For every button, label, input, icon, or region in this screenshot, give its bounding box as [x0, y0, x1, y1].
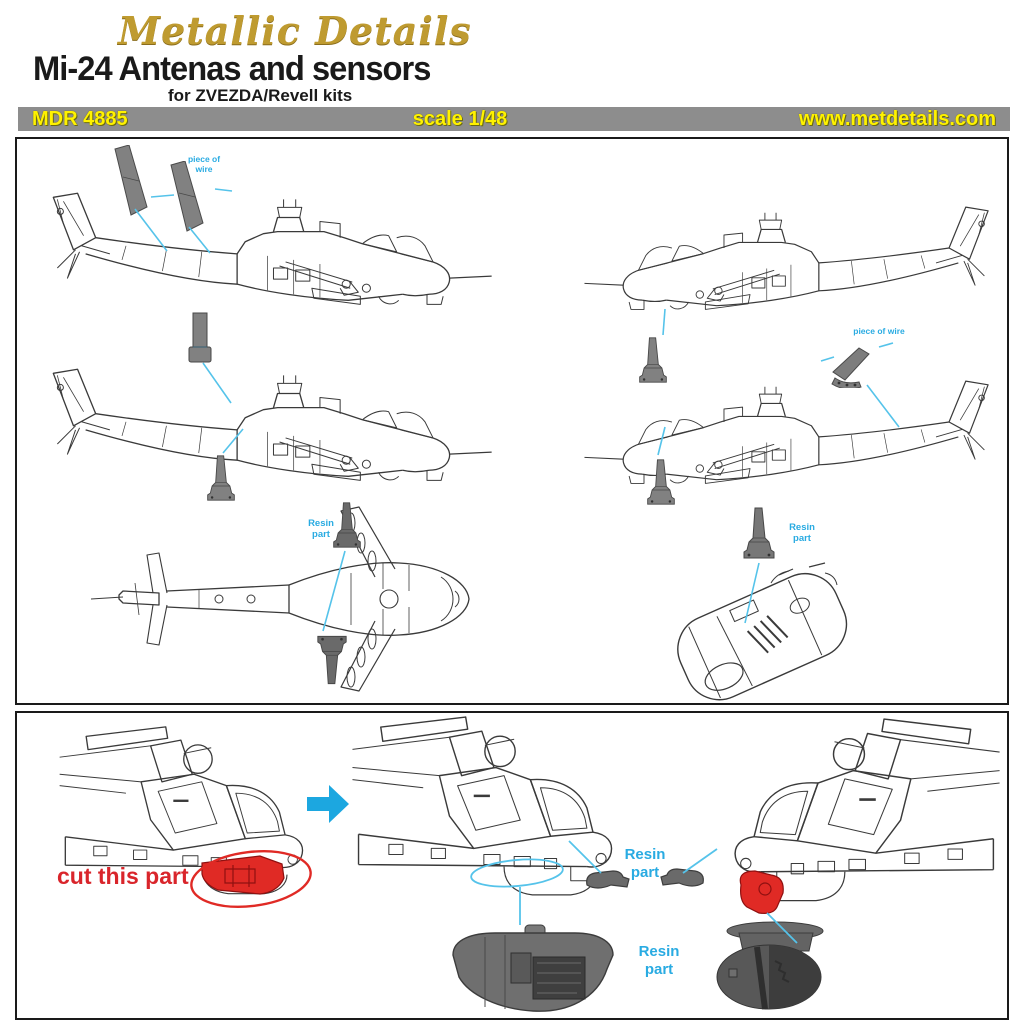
rear-fuselage-perspective-view [666, 561, 859, 707]
resin-clip-part-1 [586, 870, 630, 889]
red-sensor-part [739, 870, 784, 914]
helicopter-side-view-4 [583, 380, 989, 485]
assembly-diagram-panel-top: piece of wire piece of wire Resin part R… [15, 137, 1009, 707]
resin-part-label-pod: Resin part [638, 943, 680, 978]
page-subtitle: for ZVEZDA/Revell kits [168, 86, 353, 105]
resin-whip-antenna-part-1 [639, 337, 667, 383]
scale-label: scale 1/48 [412, 108, 508, 130]
helicopter-side-view-3 [52, 368, 493, 482]
wire-piece-part [831, 347, 870, 388]
resin-antenna-plan-lower [317, 635, 347, 685]
helicopter-side-view-2 [583, 206, 989, 311]
website-text: www.metdetails.com [798, 108, 996, 130]
helicopter-plan-view [90, 506, 470, 692]
info-banner: MDR 4885 scale 1/48 www.metdetails.com [18, 107, 1010, 131]
resin-part-label-perspective: Resin part [789, 522, 815, 544]
cut-this-part-label: cut this part [57, 863, 189, 889]
product-code: MDR 4885 [32, 108, 128, 130]
resin-whip-antenna-part-3 [647, 459, 675, 505]
page-title: Mi-24 Antenas and sensors [33, 50, 431, 88]
arrow-right-icon [307, 785, 349, 823]
resin-part-label-plan: Resin part [308, 518, 334, 540]
assembly-diagram-panel-bottom: cut this part Resin part Resin part [15, 711, 1009, 1020]
brand-logo: Metallic Details [118, 8, 472, 53]
resin-rod-antenna-part [188, 312, 212, 363]
resin-sensor-pod-part [452, 924, 614, 1012]
helicopter-side-view-1 [52, 192, 493, 306]
resin-antenna-perspective [743, 507, 775, 559]
resin-turret-part [716, 921, 824, 1010]
resin-blade-antenna-part-1 [114, 145, 148, 216]
piece-of-wire-label-2: piece of wire [853, 326, 905, 336]
cut-part-highlight [190, 850, 312, 908]
resin-part-label-clips: Resin part [624, 846, 666, 881]
piece-of-wire-label-1: piece of wire [187, 154, 221, 174]
resin-whip-antenna-part-2 [207, 455, 235, 501]
